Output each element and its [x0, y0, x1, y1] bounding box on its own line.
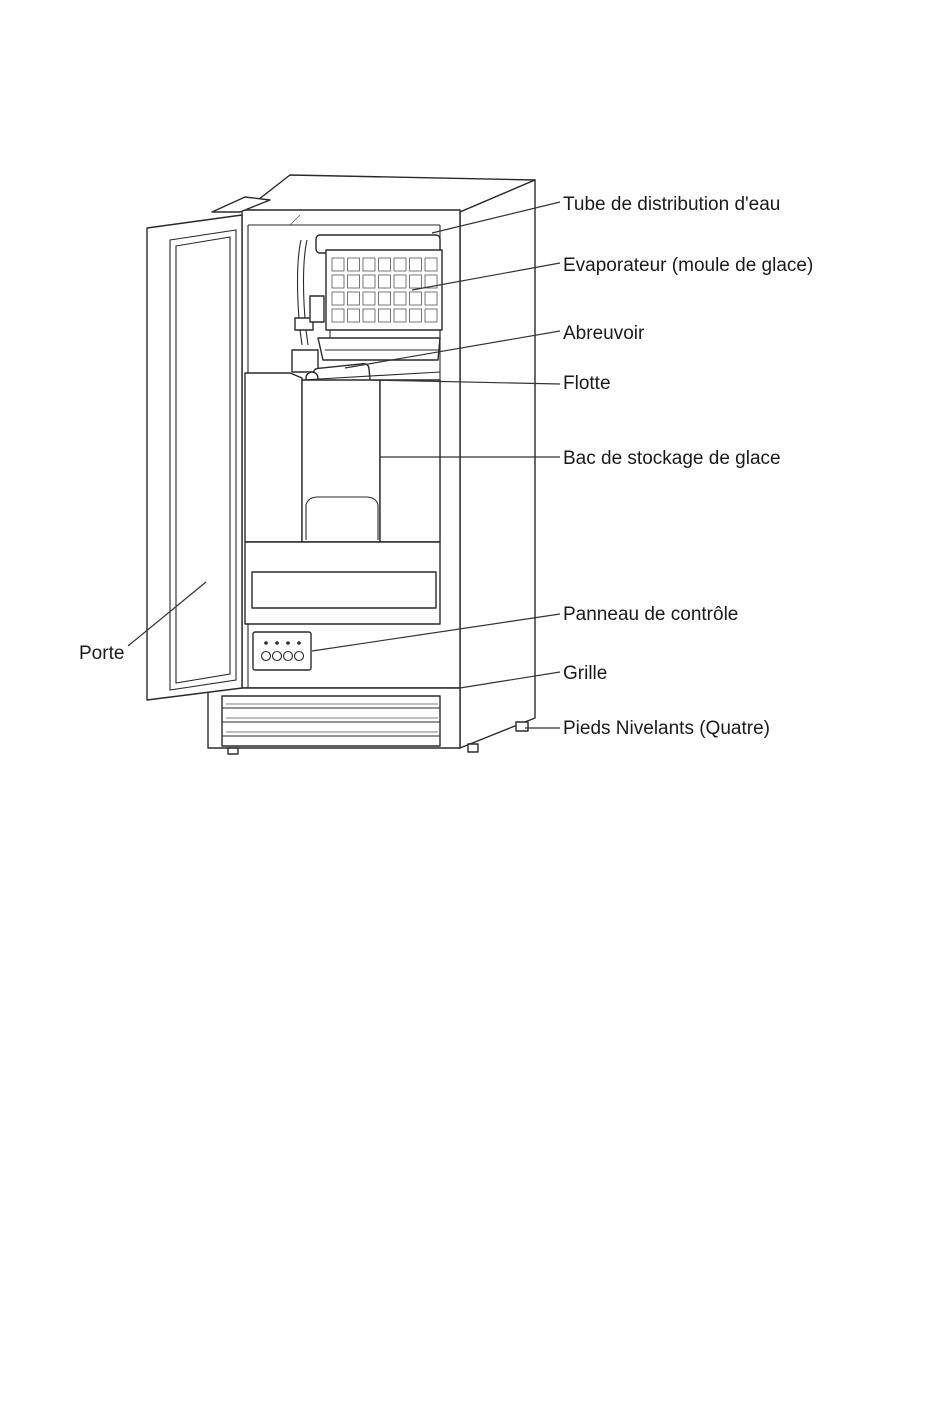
indicator-light [297, 641, 301, 645]
label-bac: Bac de stockage de glace [563, 448, 781, 469]
control-panel [253, 632, 311, 670]
label-pieds: Pieds Nivelants (Quatre) [563, 718, 770, 739]
label-porte: Porte [79, 643, 124, 664]
indicator-light [275, 641, 279, 645]
grille [208, 688, 460, 748]
label-grille: Grille [563, 663, 607, 684]
label-panneau: Panneau de contrôle [563, 604, 738, 625]
label-flotte: Flotte [563, 373, 611, 394]
evaporator [310, 235, 442, 340]
label-evaporateur: Evaporateur (moule de glace) [563, 255, 813, 276]
water-trough [318, 338, 440, 360]
indicator-light [264, 641, 268, 645]
label-abreuvoir: Abreuvoir [563, 323, 645, 344]
indicator-light [286, 641, 290, 645]
label-tube: Tube de distribution d'eau [563, 194, 780, 215]
